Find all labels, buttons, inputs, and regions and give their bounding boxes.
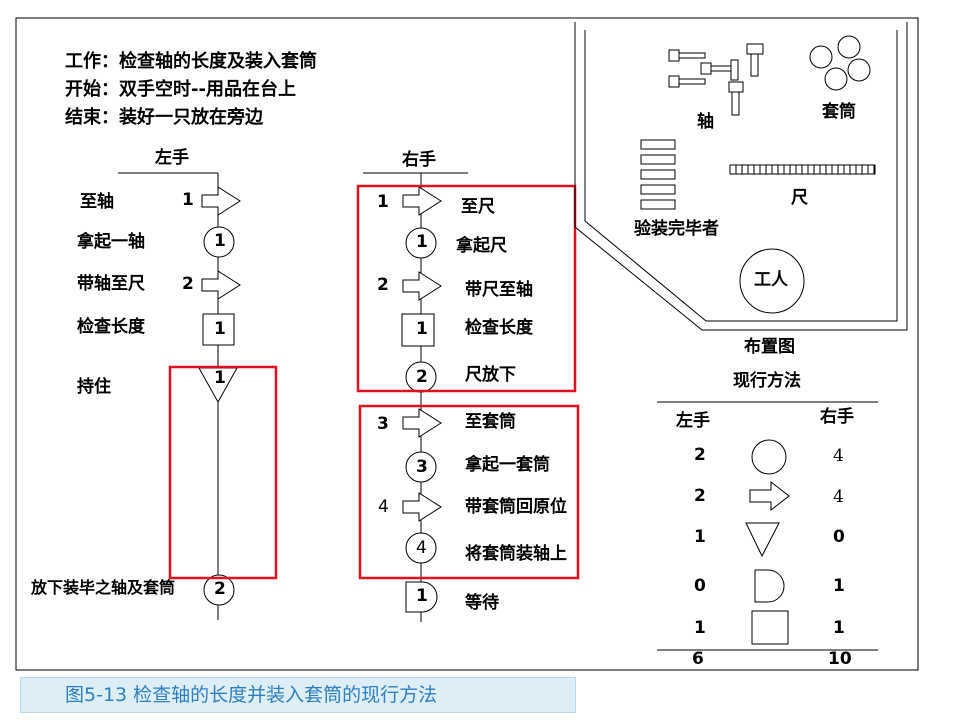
- left-step-6-num: 2: [214, 579, 226, 599]
- ruler-label: 尺: [791, 188, 808, 208]
- summary-delay-symbol: [754, 569, 785, 603]
- left-step-6-operation-symbol: [203, 574, 235, 606]
- left-step-1-label: 至轴: [80, 192, 114, 212]
- right-step-10-label: 等待: [465, 593, 499, 613]
- right-step-7-operation-symbol: [405, 451, 437, 483]
- right-step-6-num: 3: [377, 414, 389, 434]
- worker-icon: [739, 248, 805, 314]
- right-step-1-transport-symbol: [402, 186, 442, 216]
- layout-title: 布置图: [744, 337, 795, 357]
- sleeve-icon: [809, 35, 871, 91]
- summary-total-left: 6: [692, 649, 704, 669]
- right-step-1-num: 1: [377, 192, 389, 212]
- workbench-outline: [574, 22, 908, 331]
- right-step-7-label: 拿起一套筒: [465, 455, 550, 475]
- left-hand-title: 左手: [155, 148, 189, 168]
- shaft-label: 轴: [697, 112, 714, 132]
- summary-hold-symbol: [745, 522, 780, 558]
- right-hand-title: 右手: [402, 150, 436, 170]
- right-step-4-num: 1: [416, 319, 428, 339]
- summary-left-header: 左手: [676, 411, 710, 431]
- left-step-4-label: 检查长度: [77, 317, 145, 337]
- right-step-4-label: 检查长度: [465, 318, 533, 338]
- right-step-4-inspection-symbol: [401, 313, 435, 347]
- right-step-10-num: 1: [416, 586, 428, 606]
- highlight-box-right-sleeve: [358, 404, 580, 580]
- left-step-4-inspection-symbol: [202, 313, 235, 346]
- summary-row-4-right: 1: [833, 576, 845, 596]
- summary-transport-symbol: [749, 480, 790, 512]
- summary-row-4-left: 0: [694, 576, 706, 596]
- summary-row-1-left: 2: [694, 445, 706, 465]
- left-step-2-num: 1: [214, 231, 226, 251]
- finished-items-stack-icon: [640, 139, 676, 210]
- right-step-6-transport-symbol: [402, 408, 442, 438]
- right-step-8-num: 4: [378, 497, 389, 517]
- summary-row-2-right: 4: [833, 487, 844, 507]
- finished-items-label: 验装完毕者: [634, 219, 719, 239]
- right-step-6-label: 至套筒: [465, 412, 516, 432]
- summary-right-header: 右手: [820, 407, 854, 427]
- summary-row-3-right: 0: [833, 527, 845, 547]
- highlight-box-left-hold: [168, 365, 278, 580]
- left-step-3-label: 带轴至尺: [77, 274, 145, 294]
- right-step-8-label: 带套筒回原位: [465, 497, 567, 517]
- summary-row-1-right: 4: [833, 446, 844, 466]
- summary-total-right: 10: [828, 649, 852, 669]
- highlight-box-right-ruler: [356, 184, 577, 393]
- right-step-5-label: 尺放下: [465, 365, 516, 385]
- start-condition: 开始：双手空时--用品在台上: [65, 79, 296, 100]
- left-step-2-operation-symbol: [203, 226, 235, 258]
- shaft-icon: [668, 43, 764, 116]
- summary-title: 现行方法: [733, 371, 801, 391]
- job-title: 工作：检查轴的长度及装入套筒: [65, 51, 317, 72]
- left-step-6-label: 放下装毕之轴及套筒: [31, 578, 176, 597]
- right-step-10-delay-symbol: [405, 581, 438, 613]
- left-step-3-transport-symbol: [201, 270, 241, 300]
- left-step-5-label: 持住: [77, 377, 111, 397]
- right-step-7-num: 3: [416, 457, 428, 477]
- summary-row-2-left: 2: [694, 486, 706, 506]
- summary-inspection-symbol: [751, 610, 789, 645]
- summary-row-5-right: 1: [833, 618, 845, 638]
- right-step-9-operation-symbol: [405, 532, 437, 564]
- right-step-2-operation-symbol: [405, 227, 437, 259]
- right-step-3-transport-symbol: [402, 271, 442, 301]
- right-step-5-num: 2: [416, 367, 428, 387]
- left-step-1-transport-symbol: [201, 186, 241, 216]
- right-step-2-num: 1: [416, 232, 428, 252]
- right-step-8-transport-symbol: [402, 492, 442, 522]
- right-step-2-label: 拿起尺: [456, 236, 507, 256]
- summary-row-5-left: 1: [694, 618, 706, 638]
- left-step-3-num: 2: [182, 274, 194, 294]
- outer-frame: [15, 17, 919, 671]
- summary-operation-symbol: [751, 439, 787, 475]
- sleeve-label: 套筒: [822, 102, 856, 122]
- figure-caption: 图5-13 检查轴的长度并装入套筒的现行方法: [20, 677, 576, 713]
- right-step-3-label: 带尺至轴: [465, 280, 533, 300]
- left-step-4-num: 1: [214, 319, 226, 339]
- left-step-1-num: 1: [182, 190, 194, 210]
- right-step-3-num: 2: [377, 275, 389, 295]
- right-step-9-label: 将套筒装轴上: [465, 544, 567, 564]
- right-step-1-label: 至尺: [461, 197, 495, 217]
- right-step-9-num: 4: [416, 538, 427, 558]
- left-step-2-label: 拿起一轴: [77, 232, 145, 252]
- left-step-5-num: 1: [214, 368, 226, 388]
- summary-row-3-left: 1: [694, 527, 706, 547]
- ruler-icon: [729, 164, 876, 175]
- end-condition: 结束：装好一只放在旁边: [65, 107, 263, 128]
- worker-label: 工人: [754, 270, 788, 290]
